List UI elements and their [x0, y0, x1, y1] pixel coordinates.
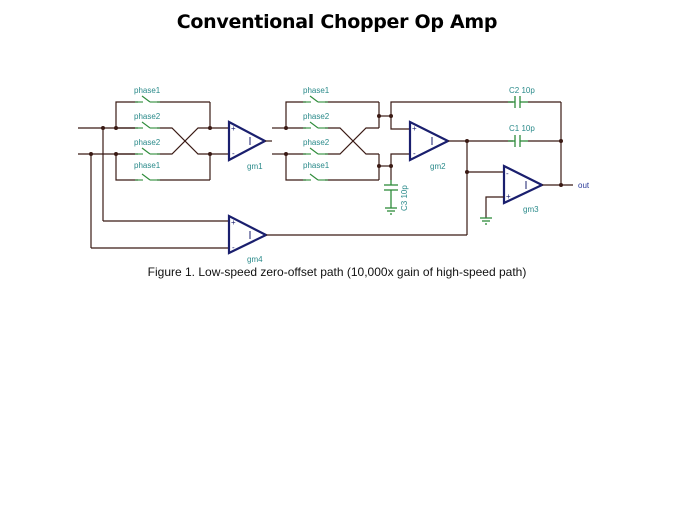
- switch-label: phase1: [303, 86, 330, 95]
- svg-text:-: -: [232, 243, 235, 252]
- switch-label: phase1: [303, 161, 330, 170]
- amplifier-gm1: + -: [227, 120, 272, 162]
- capacitor-c1: [508, 135, 528, 147]
- switch-label: phase2: [303, 112, 330, 121]
- switch-label: phase2: [303, 138, 330, 147]
- capacitor-c3: [384, 180, 398, 208]
- svg-text:-: -: [413, 149, 416, 158]
- ground-icon: [385, 207, 397, 215]
- amp-label-gm3: gm3: [523, 205, 539, 214]
- cap-label-c1: C1 10p: [509, 124, 535, 133]
- amp-label-gm1: gm1: [247, 162, 263, 171]
- svg-text:+: +: [231, 218, 236, 227]
- switch-icon: [303, 173, 328, 181]
- slide-title: Conventional Chopper Op Amp: [176, 11, 498, 33]
- svg-text:+: +: [412, 124, 417, 133]
- amplifier-gm4: + -: [227, 214, 467, 255]
- amp-label-gm4: gm4: [247, 255, 263, 264]
- ground-icon: [480, 217, 492, 225]
- switch-icon: [303, 95, 328, 103]
- switch-icon: [135, 173, 160, 181]
- switch-label: phase1: [134, 86, 161, 95]
- svg-text:+: +: [231, 124, 236, 133]
- switch-icon: [135, 121, 160, 129]
- switch-icon: [303, 147, 328, 155]
- chopper-1: [114, 101, 229, 181]
- svg-text:+: +: [506, 192, 511, 201]
- amplifier-gm2-network: + -: [384, 96, 563, 235]
- svg-text:-: -: [232, 149, 235, 158]
- chopper-2: [272, 101, 391, 181]
- switch-label: phase2: [134, 138, 161, 147]
- input-wires: [78, 126, 229, 249]
- amplifier-gm3: - +: [480, 164, 573, 225]
- output-label: out: [578, 181, 590, 190]
- cap-label-c2: C2 10p: [509, 86, 535, 95]
- switch-label: phase2: [134, 112, 161, 121]
- switch-glyphs-2: [303, 95, 328, 181]
- svg-text:-: -: [506, 169, 509, 178]
- switch-glyphs-1: [135, 95, 160, 181]
- cap-label-c3: C3 10p: [400, 185, 409, 211]
- switch-icon: [303, 121, 328, 129]
- switch-icon: [135, 147, 160, 155]
- switch-icon: [135, 95, 160, 103]
- amp-label-gm2: gm2: [430, 162, 446, 171]
- capacitor-c2: [508, 96, 528, 108]
- switch-label: phase1: [134, 161, 161, 170]
- figure-caption: Figure 1. Low-speed zero-offset path (10…: [147, 265, 527, 279]
